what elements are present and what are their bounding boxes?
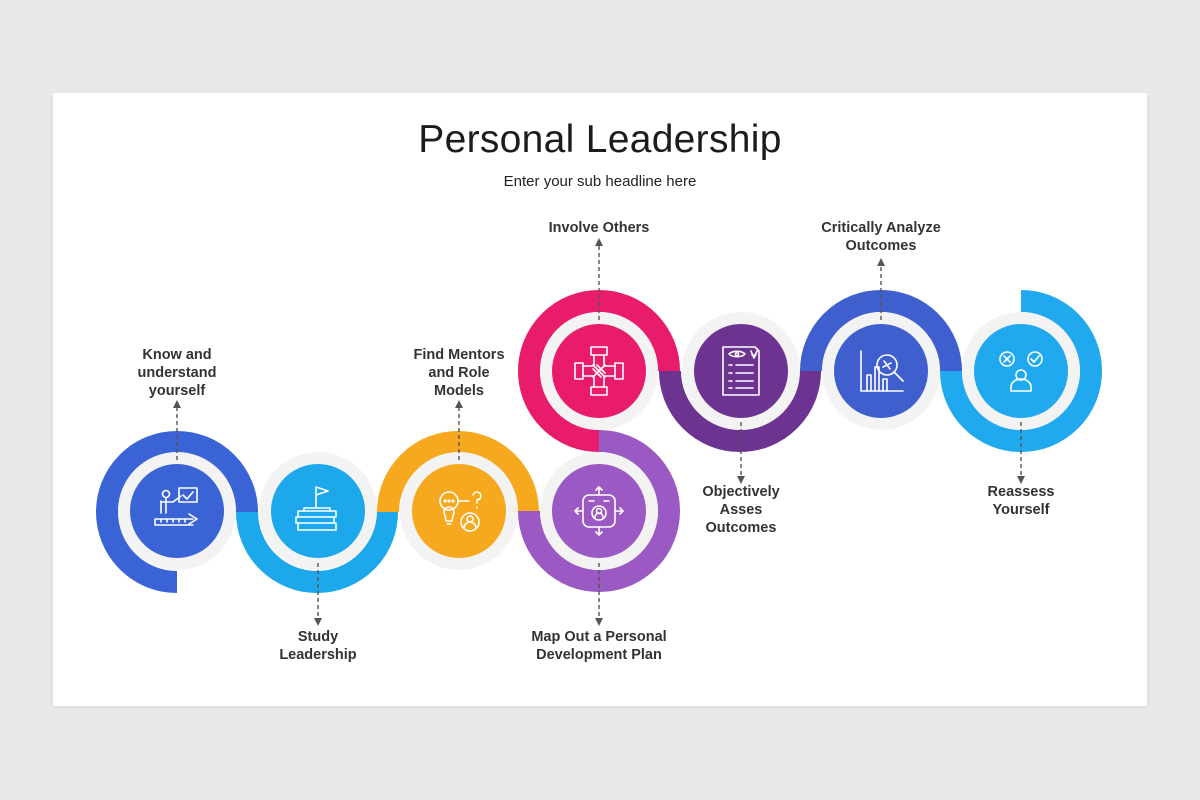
ribbon-step-3 — [377, 431, 539, 513]
ribbon-step-6 — [659, 370, 821, 452]
step-label-7: Critically Analyze Outcomes — [796, 219, 966, 255]
presentation-ruler-icon — [154, 487, 198, 526]
step-label-6-line-2: Asses — [719, 502, 763, 518]
step-label-1-line-2: understand — [137, 365, 217, 381]
step-label-6-line-3: Outcomes — [705, 520, 777, 536]
development-map-icon — [574, 486, 624, 536]
chart-magnifier-icon — [860, 350, 904, 392]
step-label-3: Find Mentors and Role Models — [374, 346, 544, 400]
ribbon-segments — [96, 290, 1103, 593]
step-label-2-line-2: Leadership — [279, 647, 357, 663]
step-icons — [154, 346, 1043, 536]
step-node-7 — [834, 324, 928, 418]
ribbon-step-8 — [940, 290, 1103, 452]
step-nodes — [118, 312, 1080, 570]
step-node-6 — [694, 324, 788, 418]
step-label-3-line-1: Find Mentors — [413, 347, 505, 363]
step-label-4-line-2: Development Plan — [536, 647, 662, 663]
step-label-3-line-3: Models — [434, 383, 484, 399]
ribbon-step-5 — [517, 290, 680, 452]
step-node-1 — [130, 464, 224, 558]
step-label-8: Reassess Yourself — [936, 483, 1106, 519]
step-label-6-line-1: Objectively — [702, 484, 780, 500]
ribbon-step-2 — [236, 511, 398, 593]
checklist-document-icon — [722, 346, 760, 396]
step-label-3-line-2: and Role — [428, 365, 490, 381]
ribbon-step-1 — [96, 431, 258, 593]
step-label-7-line-2: Outcomes — [845, 238, 917, 254]
step-label-1: Know and understand yourself — [92, 346, 262, 400]
mentor-idea-icon — [439, 491, 482, 532]
step-label-8-line-1: Reassess — [987, 484, 1055, 500]
connectors — [173, 238, 1025, 626]
step-label-1-line-1: Know and — [142, 347, 212, 363]
step-label-4: Map Out a Personal Development Plan — [504, 628, 694, 664]
step-label-5: Involve Others — [514, 219, 684, 237]
step-node-3 — [412, 464, 506, 558]
person-decision-icon — [999, 351, 1043, 392]
page-title: Personal Leadership — [418, 118, 782, 161]
step-label-6: Objectively Asses Outcomes — [656, 483, 826, 537]
books-flag-icon — [295, 486, 337, 531]
step-label-1-line-3: yourself — [148, 383, 206, 399]
step-node-8 — [974, 324, 1068, 418]
ribbon-step-7 — [800, 290, 962, 372]
step-label-2-line-1: Study — [297, 629, 339, 645]
step-label-4-line-1: Map Out a Personal — [531, 629, 667, 645]
step-label-5-line-1: Involve Others — [548, 220, 650, 236]
joined-hands-icon — [574, 346, 624, 396]
ribbon-step-4 — [518, 430, 681, 593]
page-subtitle: Enter your sub headline here — [503, 173, 697, 190]
step-label-8-line-2: Yourself — [992, 502, 1050, 518]
step-label-7-line-1: Critically Analyze — [821, 220, 941, 236]
step-node-4 — [552, 464, 646, 558]
step-label-2: Study Leadership — [233, 628, 403, 664]
